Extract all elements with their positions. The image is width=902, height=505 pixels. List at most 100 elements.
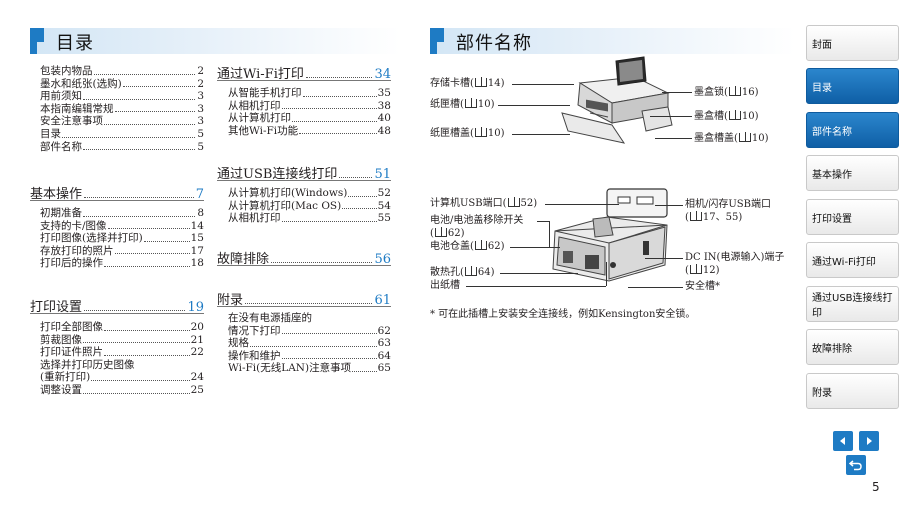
toc-entry[interactable]: 从计算机打印(Windows)52 bbox=[228, 187, 391, 200]
nav-tab[interactable]: 打印设置 bbox=[806, 199, 899, 235]
label-ref[interactable]: 10) bbox=[741, 111, 759, 122]
page-number: 5 bbox=[872, 480, 880, 494]
book-icon bbox=[507, 197, 520, 207]
toc-entry[interactable]: (重新打印)24 bbox=[40, 371, 204, 384]
toc-entry-text: 从计算机打印 bbox=[228, 112, 291, 125]
leader-dots bbox=[107, 228, 190, 230]
label-text: DC IN(电源输入)端子 bbox=[685, 252, 785, 263]
next-page-button[interactable] bbox=[859, 431, 879, 451]
toc-entry[interactable]: 墨水和纸张(选购)2 bbox=[40, 78, 204, 91]
label-usb-pc: 计算机USB端口(52) bbox=[430, 197, 538, 209]
toc-entry-page: 35 bbox=[377, 87, 391, 99]
leader-paper-exit-v bbox=[606, 262, 607, 286]
toc-entry-text: 情况下打印 bbox=[228, 324, 281, 337]
toc-entry-text: 选择并打印历史图像 bbox=[40, 358, 135, 371]
printer-back-illustration bbox=[552, 188, 668, 282]
toc-entry[interactable]: 在没有电源插座的 bbox=[228, 312, 391, 325]
chapter-page: 56 bbox=[374, 252, 391, 267]
toc-entry-page: 63 bbox=[377, 337, 391, 350]
nav-tab[interactable]: 通过Wi-Fi打印 bbox=[806, 242, 899, 278]
nav-tab[interactable]: 故障排除 bbox=[806, 329, 899, 365]
toc-entry-page: 2 bbox=[197, 77, 204, 90]
nav-tab[interactable]: 附录 bbox=[806, 373, 899, 409]
chapter-page: 7 bbox=[195, 187, 204, 202]
toc-entry[interactable]: 从计算机打印(Mac OS)54 bbox=[228, 200, 391, 213]
toc-entry-text: 从相机打印 bbox=[228, 99, 281, 112]
nav-tab[interactable]: 目录 bbox=[806, 68, 899, 104]
toc-entry-page: 15 bbox=[190, 232, 204, 245]
toc-entry-page: 24 bbox=[190, 371, 204, 384]
label-ref[interactable]: 64) bbox=[477, 267, 495, 278]
label-ref[interactable]: 62) bbox=[487, 241, 505, 252]
label-vent: 散热孔(64) bbox=[430, 266, 495, 278]
label-ref[interactable]: 12) bbox=[702, 265, 720, 276]
toc-entry-page: 25 bbox=[190, 383, 204, 396]
label-text: 出纸槽 bbox=[430, 280, 460, 291]
nav-tab[interactable]: 通过USB连接线打印 bbox=[806, 286, 899, 322]
label-ref[interactable]: 10) bbox=[487, 128, 505, 139]
leader-dots bbox=[104, 265, 190, 267]
return-button[interactable] bbox=[846, 455, 866, 475]
label-battery-cover: 电池仓盖(62) bbox=[430, 240, 505, 252]
label-ref[interactable]: 16) bbox=[741, 87, 759, 98]
toc-entry-page: 17 bbox=[190, 244, 204, 257]
label-ref[interactable]: 17、55) bbox=[702, 212, 743, 223]
toc-entry-page: 40 bbox=[377, 112, 391, 125]
chapter-page: 51 bbox=[374, 167, 391, 182]
book-icon bbox=[474, 127, 487, 137]
book-icon bbox=[464, 98, 477, 108]
label-ref[interactable]: 14) bbox=[487, 78, 505, 89]
prev-page-button[interactable] bbox=[833, 431, 853, 451]
label-ref[interactable]: 10) bbox=[751, 133, 769, 144]
toc-entry-page: 54 bbox=[377, 199, 391, 212]
nav-tab[interactable]: 部件名称 bbox=[806, 112, 899, 148]
leader-dots bbox=[83, 392, 190, 394]
label-ref[interactable]: 52) bbox=[520, 198, 538, 209]
toc-entry[interactable]: 选择并打印历史图像 bbox=[40, 359, 204, 372]
chapter-rule bbox=[30, 200, 204, 201]
book-icon bbox=[474, 77, 487, 87]
toc-entry-page: 55 bbox=[377, 212, 391, 225]
nav-tab[interactable]: 基本操作 bbox=[806, 155, 899, 191]
leader-ink-cover bbox=[655, 138, 692, 139]
toc-entry[interactable]: 从计算机打印 40 bbox=[228, 112, 391, 125]
leader-dots bbox=[83, 149, 195, 151]
nav-tab-label: 部件名称 bbox=[812, 126, 852, 138]
label-paper-slot: 纸匣槽(10) bbox=[430, 98, 495, 110]
label-ref[interactable]: 10) bbox=[477, 99, 495, 110]
chapter-page: 19 bbox=[187, 300, 204, 315]
leader-paper-cover bbox=[512, 134, 570, 135]
toc-entry[interactable]: 打印图像(选择并打印)15 bbox=[40, 232, 204, 245]
nav-tab[interactable]: 封面 bbox=[806, 25, 899, 61]
label-ref[interactable]: 62) bbox=[447, 228, 465, 239]
label-ink-lock: 墨盒锁(16) bbox=[694, 86, 759, 98]
